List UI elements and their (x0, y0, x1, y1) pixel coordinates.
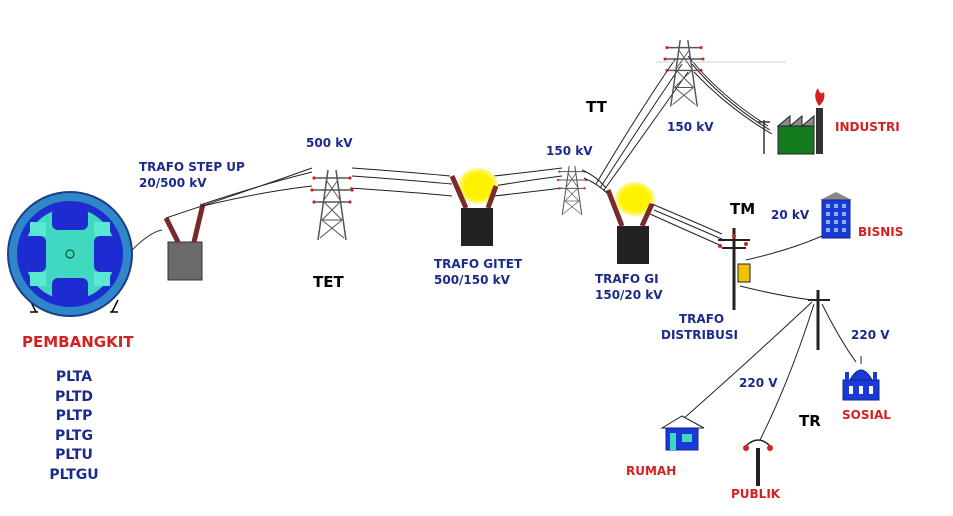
tr-pole-icon (808, 290, 830, 350)
voltage-150kv-top-label: 150 kV (667, 120, 714, 134)
transmission-lines-500kv (165, 167, 563, 219)
distribution-lines-20kv (649, 203, 823, 261)
plant-type-list: PLTA PLTD PLTP PLTG PLTU PLTGU (44, 368, 104, 485)
plant-type-item: PLTA (55, 369, 93, 385)
trafo-distribusi-label: TRAFO (679, 312, 725, 326)
trafo-gitet-label: TRAFO GITET (434, 257, 523, 271)
tower-500kv-icon (309, 169, 355, 241)
tt-label: TT (586, 98, 607, 116)
plant-type-item: PLTP (55, 408, 93, 424)
trafo-gi-label: TRAFO GI (595, 272, 659, 286)
trafo-step-up-ratio: 20/500 kV (139, 176, 207, 190)
trafo-step-up-label: TRAFO STEP UP (139, 160, 245, 174)
plant-type-item: PLTU (55, 447, 93, 463)
house-icon (660, 415, 705, 451)
step-up-transformer-icon (163, 203, 206, 281)
distribution-lines-220v (681, 285, 857, 441)
street-lamp-icon (743, 439, 773, 486)
trafo-distribusi-label-2: DISTRIBUSI (661, 328, 738, 342)
tet-label: TET (313, 273, 344, 291)
industri-label: INDUSTRI (835, 120, 900, 134)
voltage-220v-right-label: 220 V (851, 328, 890, 342)
tm-label: TM (730, 200, 756, 218)
voltage-220v-mid-label: 220 V (739, 376, 778, 390)
voltage-500kv-label: 500 kV (306, 136, 353, 150)
social-building-icon (842, 356, 880, 401)
sosial-label: SOSIAL (842, 408, 891, 422)
trafo-distribusi-icon (718, 228, 751, 310)
rumah-label: RUMAH (626, 464, 677, 478)
plant-type-item: PLTG (55, 427, 93, 444)
plant-type-item: PLTGU (49, 466, 99, 483)
trafo-gi-icon (605, 182, 655, 264)
bisnis-label: BISNIS (858, 225, 904, 239)
voltage-20kv-label: 20 kV (771, 208, 810, 222)
voltage-150kv-left-label: 150 kV (546, 144, 593, 158)
trafo-gitet-ratio: 500/150 kV (434, 273, 510, 287)
industry-icon (758, 88, 825, 155)
generator-icon (7, 191, 133, 317)
plant-type-item: PLTD (54, 388, 94, 405)
generator-label: PEMBANGKIT (22, 333, 134, 351)
publik-label: PUBLIK (731, 487, 781, 501)
trafo-gi-ratio: 150/20 kV (595, 288, 663, 302)
tr-label: TR (799, 412, 821, 430)
tower-150kv-icon (556, 165, 588, 216)
tower-tt-icon (662, 39, 706, 108)
business-building-icon (820, 192, 852, 239)
trafo-gitet-icon (449, 168, 499, 246)
